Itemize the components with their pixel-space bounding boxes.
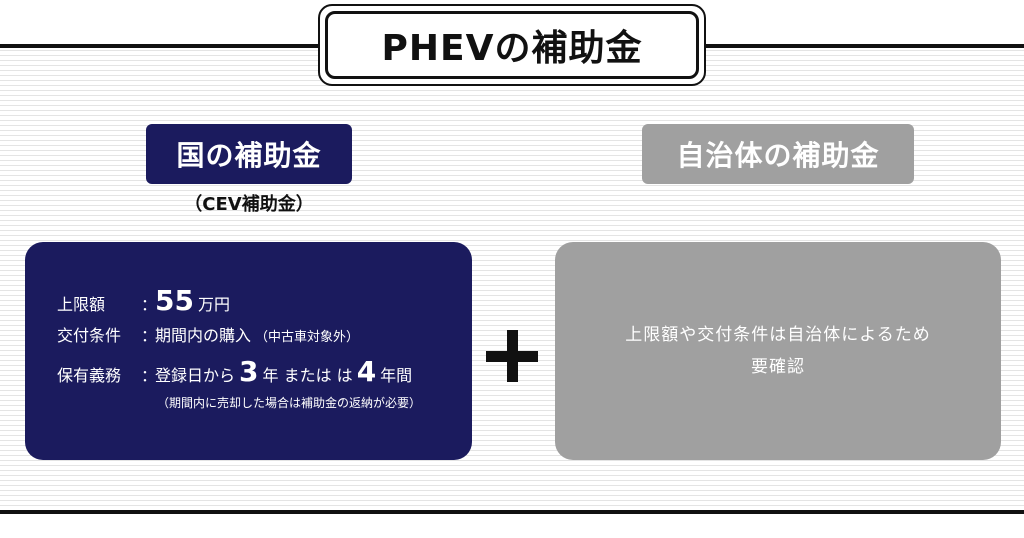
bottom-rule xyxy=(0,510,1024,514)
local-subsidy-card: 上限額や交付条件は自治体によるため 要確認 xyxy=(555,242,1001,460)
local-subsidy-label: 自治体の補助金 xyxy=(642,124,914,184)
condition-key: 交付条件 xyxy=(57,326,122,345)
national-subsidy-card: 上限額 ： 55 万円 交付条件 ： 期間内の購入 （中古車対象外） 保有義務 … xyxy=(25,242,472,460)
title-frame: PHEVの補助金 xyxy=(318,4,706,86)
national-subsidy-label: 国の補助金 xyxy=(146,124,352,184)
limit-value: 55 xyxy=(155,284,194,317)
condition-value: 期間内の購入 xyxy=(155,326,252,345)
duty-prefix: 登録日から xyxy=(155,366,236,385)
duty-mid: 年 または は xyxy=(262,366,353,385)
local-note-line-1: 上限額や交付条件は自治体によるため xyxy=(625,325,931,345)
plus-icon-vertical xyxy=(507,330,518,382)
page-title: PHEVの補助金 xyxy=(325,11,699,79)
condition-row: 交付条件 ： 期間内の購入 （中古車対象外） xyxy=(57,322,359,346)
limit-separator: ： xyxy=(141,295,158,314)
limit-row: 上限額 ： 55 万円 xyxy=(57,284,230,317)
duty-key: 保有義務 xyxy=(57,366,122,385)
limit-key: 上限額 xyxy=(57,295,106,314)
duty-note: （期間内に売却した場合は補助金の返納が必要） xyxy=(157,396,422,410)
cev-subsidy-sublabel: （CEV補助金） xyxy=(184,194,314,215)
duty-years-2: 4 xyxy=(356,355,377,388)
plus-icon xyxy=(486,330,538,382)
limit-unit: 万円 xyxy=(197,295,230,314)
condition-note: （中古車対象外） xyxy=(255,330,360,345)
duty-years-1: 3 xyxy=(239,355,259,388)
local-note-line-2: 要確認 xyxy=(751,357,805,377)
duty-separator: ： xyxy=(141,366,158,385)
duty-row: 保有義務 ： 登録日から 3 年 または は 4 年間 xyxy=(57,355,412,388)
condition-separator: ： xyxy=(141,326,158,345)
duty-suffix: 年間 xyxy=(380,366,413,385)
